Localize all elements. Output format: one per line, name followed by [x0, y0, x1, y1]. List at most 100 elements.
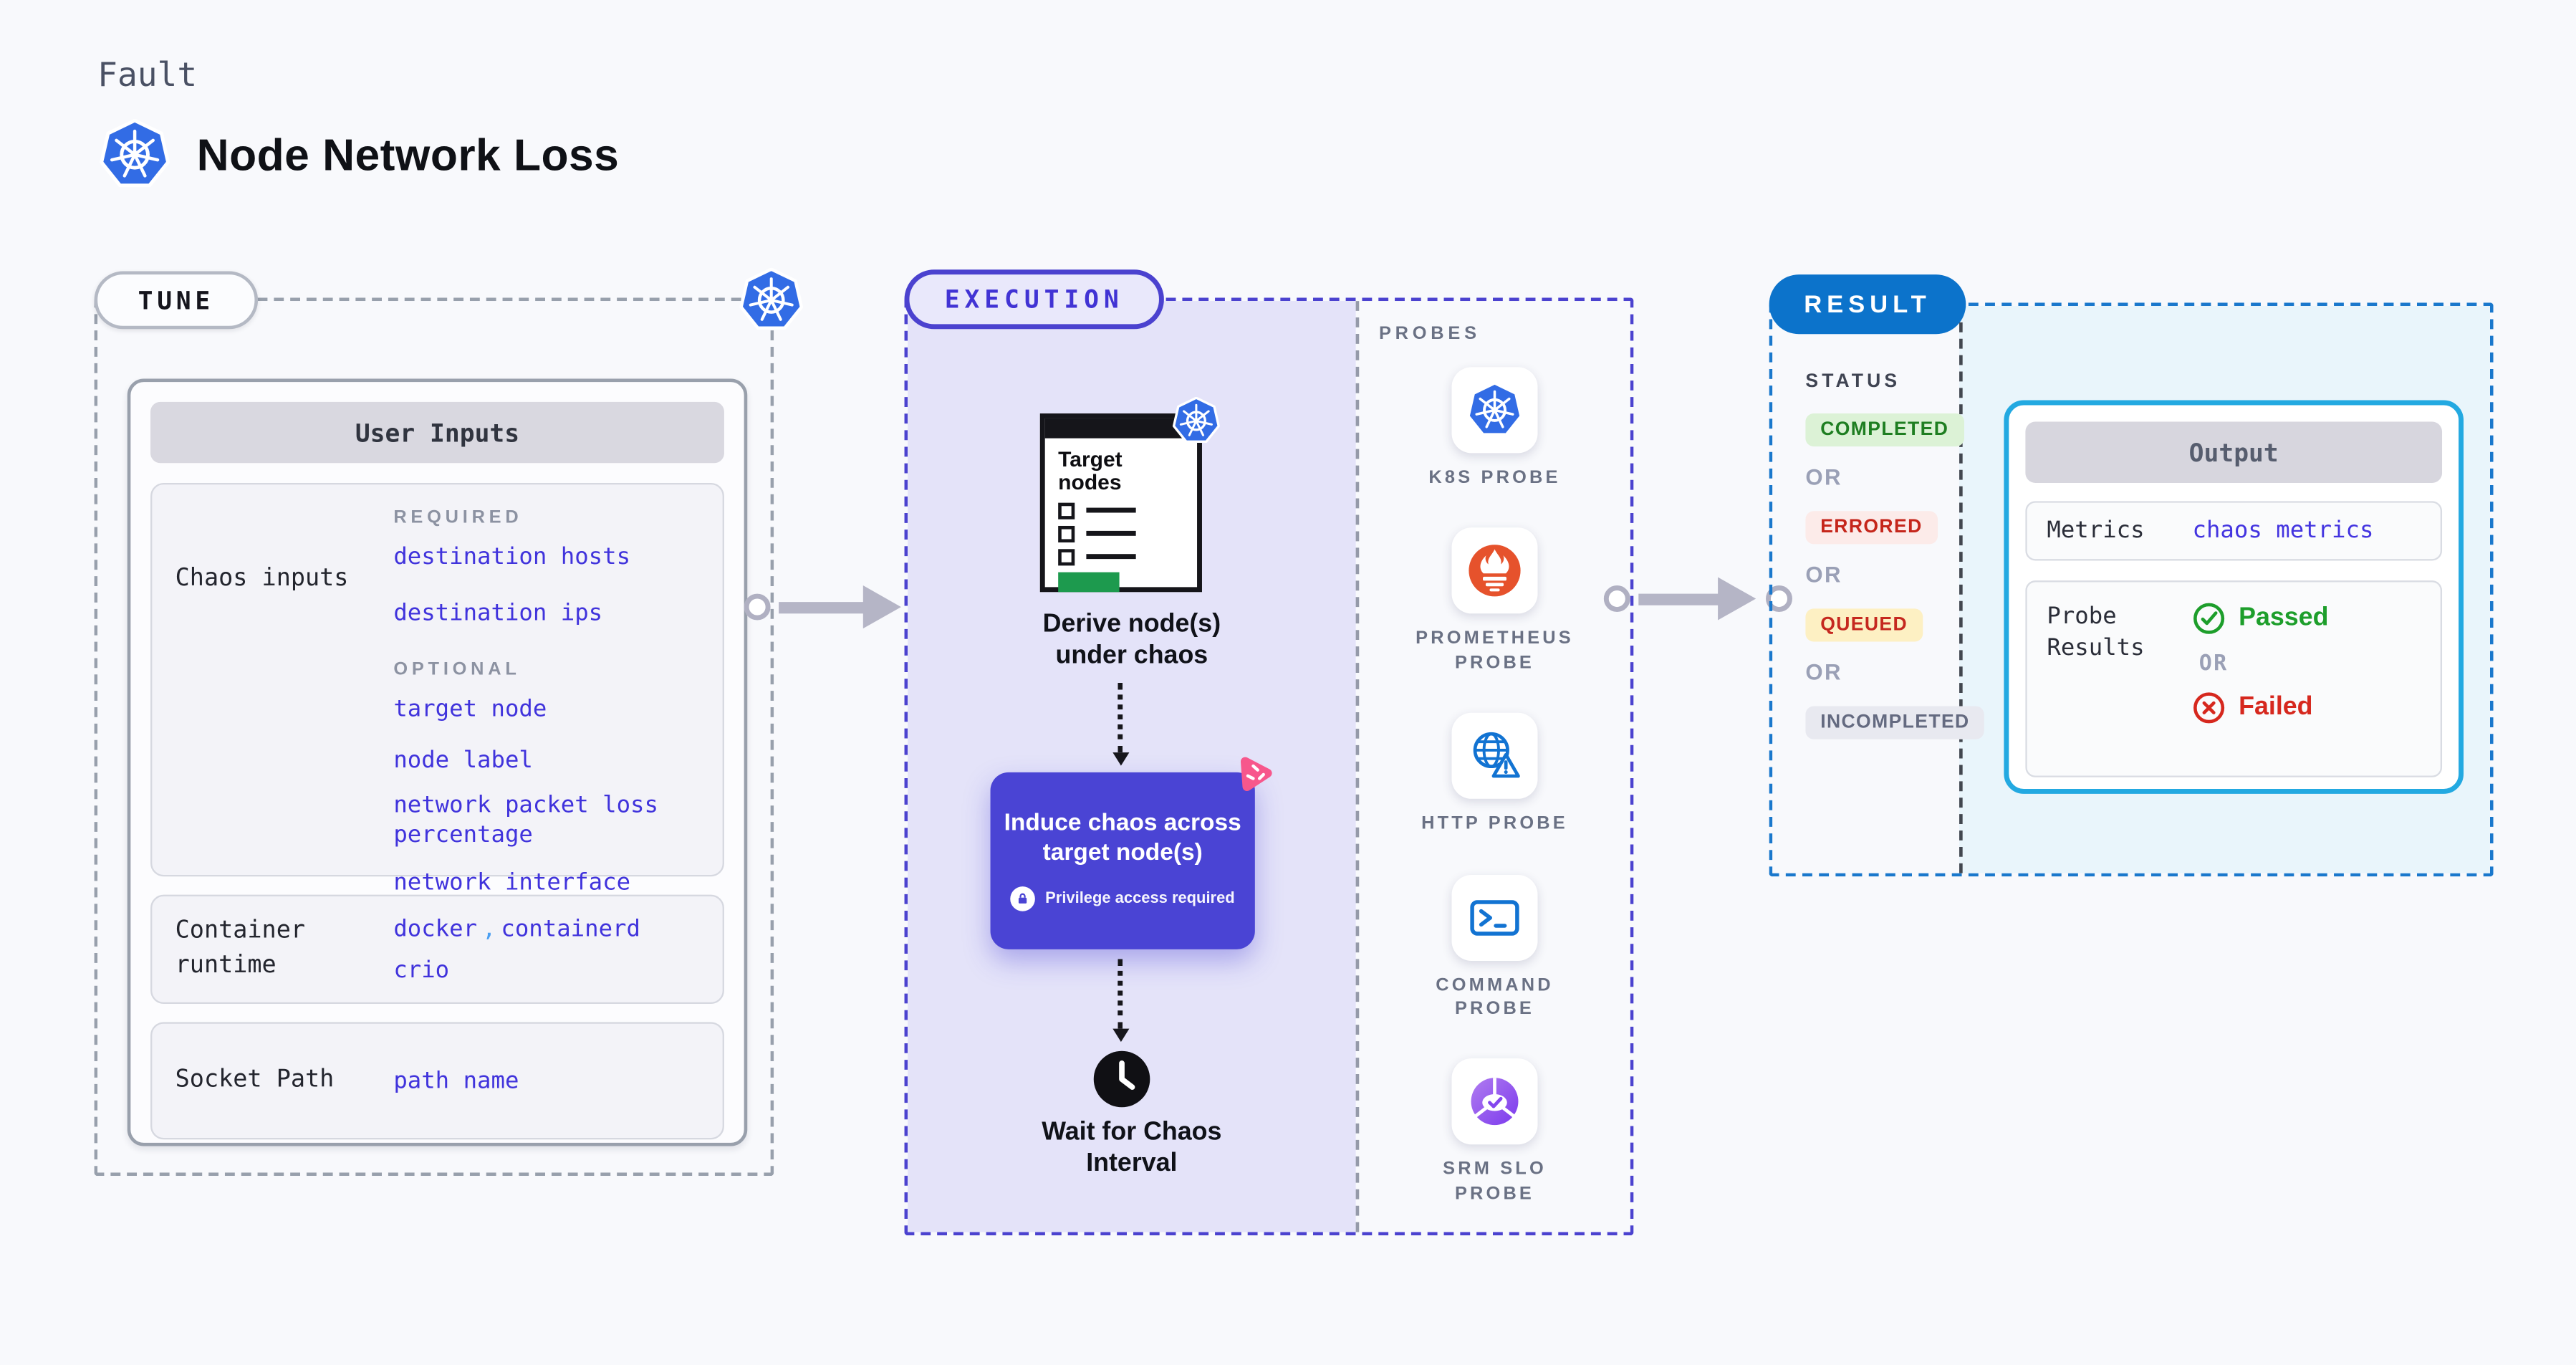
flow-arrow-execution-to-result: [1603, 573, 1792, 626]
arrow-line: [1638, 593, 1725, 605]
arrow-head: [1718, 577, 1756, 621]
tune-badge: TUNE: [94, 271, 259, 330]
metrics-row: Metrics chaos metrics: [2025, 501, 2443, 561]
result-badge: RESULT: [1769, 274, 1966, 335]
fault-kicker: Fault: [97, 54, 198, 95]
container-runtime-label: Container runtime: [175, 917, 306, 980]
probe-card: [1451, 367, 1538, 454]
link-containerd[interactable]: containerd: [501, 915, 640, 942]
connector-dot: [744, 593, 771, 621]
checkbox-icon: [1058, 502, 1075, 519]
probe-label: COMMAND PROBE: [1436, 974, 1554, 1019]
link-network-packet-loss-percentage[interactable]: network packet loss percentage: [393, 791, 658, 850]
induce-chaos-title: Induce chaos across target node(s): [1004, 810, 1241, 867]
link-target-node[interactable]: target node: [393, 696, 547, 723]
probe-item-srm-slo: SRM SLO PROBE: [1402, 1059, 1587, 1205]
derive-nodes-label: Derive node(s) under chaos: [1042, 610, 1221, 671]
arrow-line: [779, 600, 870, 613]
socket-path-row: Socket Path path name: [150, 1022, 724, 1140]
target-nodes-title: Target nodes: [1058, 446, 1123, 495]
status-heading: STATUS: [1805, 372, 1901, 393]
failed-line: Failed: [2193, 691, 2329, 724]
or-label: OR: [1805, 562, 1842, 588]
socket-path-label: Socket Path: [175, 1066, 335, 1093]
dotted-arrow-down: [1112, 959, 1129, 1043]
or-label: OR: [1805, 659, 1842, 685]
kubernetes-icon: [1466, 382, 1523, 436]
tune-section: TUNE User Inputs Chaos inputs REQUIRED d…: [94, 297, 774, 1177]
link-path-name[interactable]: path name: [393, 1067, 519, 1094]
confirm-button-shape: [1058, 571, 1120, 592]
kubernetes-icon: [99, 119, 170, 190]
clock-icon: [1091, 1048, 1152, 1109]
link-node-label[interactable]: node label: [393, 747, 533, 774]
probe-item-http: HTTP PROBE: [1402, 713, 1587, 835]
slo-gauge-icon: [1466, 1074, 1522, 1130]
page-title: Node Network Loss: [196, 130, 620, 181]
chaos-inputs-label: Chaos inputs: [175, 565, 349, 593]
result-section: RESULT STATUS COMPLETED OR ERRORED OR QU…: [1769, 274, 2494, 877]
x-circle-icon: [2193, 692, 2225, 724]
probe-label: K8S PROBE: [1428, 468, 1561, 488]
separator: ,: [481, 915, 496, 942]
probe-results-label: Probe Results: [2047, 603, 2145, 661]
http-globe-warning-icon: [1466, 728, 1522, 784]
execution-section: Target nodes Derive node(s) under chaos …: [904, 269, 1634, 1236]
runtime-values-line: docker,containerd: [393, 916, 640, 942]
chaos-inputs-row: Chaos inputs REQUIRED destination hosts …: [150, 482, 724, 897]
or-label: OR: [2198, 651, 2229, 677]
checkbox-icon: [1058, 525, 1075, 542]
probe-item-command: COMMAND PROBE: [1402, 874, 1587, 1020]
link-chaos-metrics[interactable]: chaos metrics: [2192, 517, 2374, 545]
status-column: STATUS COMPLETED OR ERRORED OR QUEUED OR…: [1805, 372, 1985, 739]
checklist-item: [1058, 525, 1183, 542]
privilege-note: Privilege access required: [991, 886, 1255, 912]
probe-card: [1451, 874, 1538, 961]
status-badge-errored: ERRORED: [1805, 511, 1938, 545]
terminal-icon: [1466, 889, 1522, 945]
link-destination-hosts[interactable]: destination hosts: [393, 544, 631, 571]
list-line: [1086, 508, 1136, 513]
output-panel: Output Metrics chaos metrics Probe Resul…: [2004, 400, 2464, 794]
probes-heading: PROBES: [1378, 324, 1481, 345]
user-inputs-panel: User Inputs Chaos inputs REQUIRED destin…: [127, 378, 748, 1146]
list-line: [1086, 555, 1136, 559]
flow-arrow-tune-to-execution: [744, 580, 938, 633]
probe-results-row: Probe Results Passed OR Failed: [2025, 580, 2443, 777]
arrow-head: [862, 585, 901, 629]
user-inputs-title: User Inputs: [150, 401, 724, 464]
probes-panel: PROBES K8S PROBE PROMETHEUS PROBE HTTP P…: [1355, 301, 1630, 1232]
probe-label: PROMETHEUS PROBE: [1416, 629, 1574, 673]
status-badge-queued: QUEUED: [1805, 608, 1923, 642]
check-circle-icon: [2193, 603, 2225, 634]
passed-label: Passed: [2239, 603, 2329, 632]
connector-dot: [1603, 585, 1630, 612]
status-badge-incompleted: INCOMPLETED: [1805, 706, 1985, 739]
probe-item-k8s: K8S PROBE: [1402, 367, 1587, 489]
optional-heading: OPTIONAL: [393, 659, 521, 680]
checklist-item: [1058, 548, 1183, 565]
link-crio[interactable]: crio: [393, 957, 450, 984]
or-label: OR: [1805, 464, 1842, 490]
kubernetes-icon: [1172, 396, 1220, 443]
dotted-arrow-down: [1112, 683, 1129, 766]
lock-icon: [1010, 886, 1036, 912]
passed-line: Passed: [2193, 602, 2329, 635]
execution-badge: EXECUTION: [904, 269, 1164, 330]
privilege-note-text: Privilege access required: [1045, 890, 1235, 909]
probe-label: HTTP PROBE: [1421, 814, 1568, 834]
output-title: Output: [2025, 421, 2443, 483]
probe-card: [1451, 1059, 1538, 1146]
link-network-interface[interactable]: network interface: [393, 870, 631, 897]
wait-interval-label: Wait for Chaos Interval: [1042, 1118, 1222, 1179]
probe-card: [1451, 713, 1538, 800]
required-heading: REQUIRED: [393, 507, 523, 528]
kubernetes-icon: [739, 268, 804, 332]
failed-label: Failed: [2239, 693, 2313, 722]
induce-chaos-card: Induce chaos across target node(s) Privi…: [990, 772, 1255, 949]
link-docker[interactable]: docker: [393, 915, 478, 942]
window-titlebar: [1044, 418, 1198, 439]
link-destination-ips[interactable]: destination ips: [393, 600, 603, 627]
probe-item-prometheus: PROMETHEUS PROBE: [1402, 528, 1587, 674]
